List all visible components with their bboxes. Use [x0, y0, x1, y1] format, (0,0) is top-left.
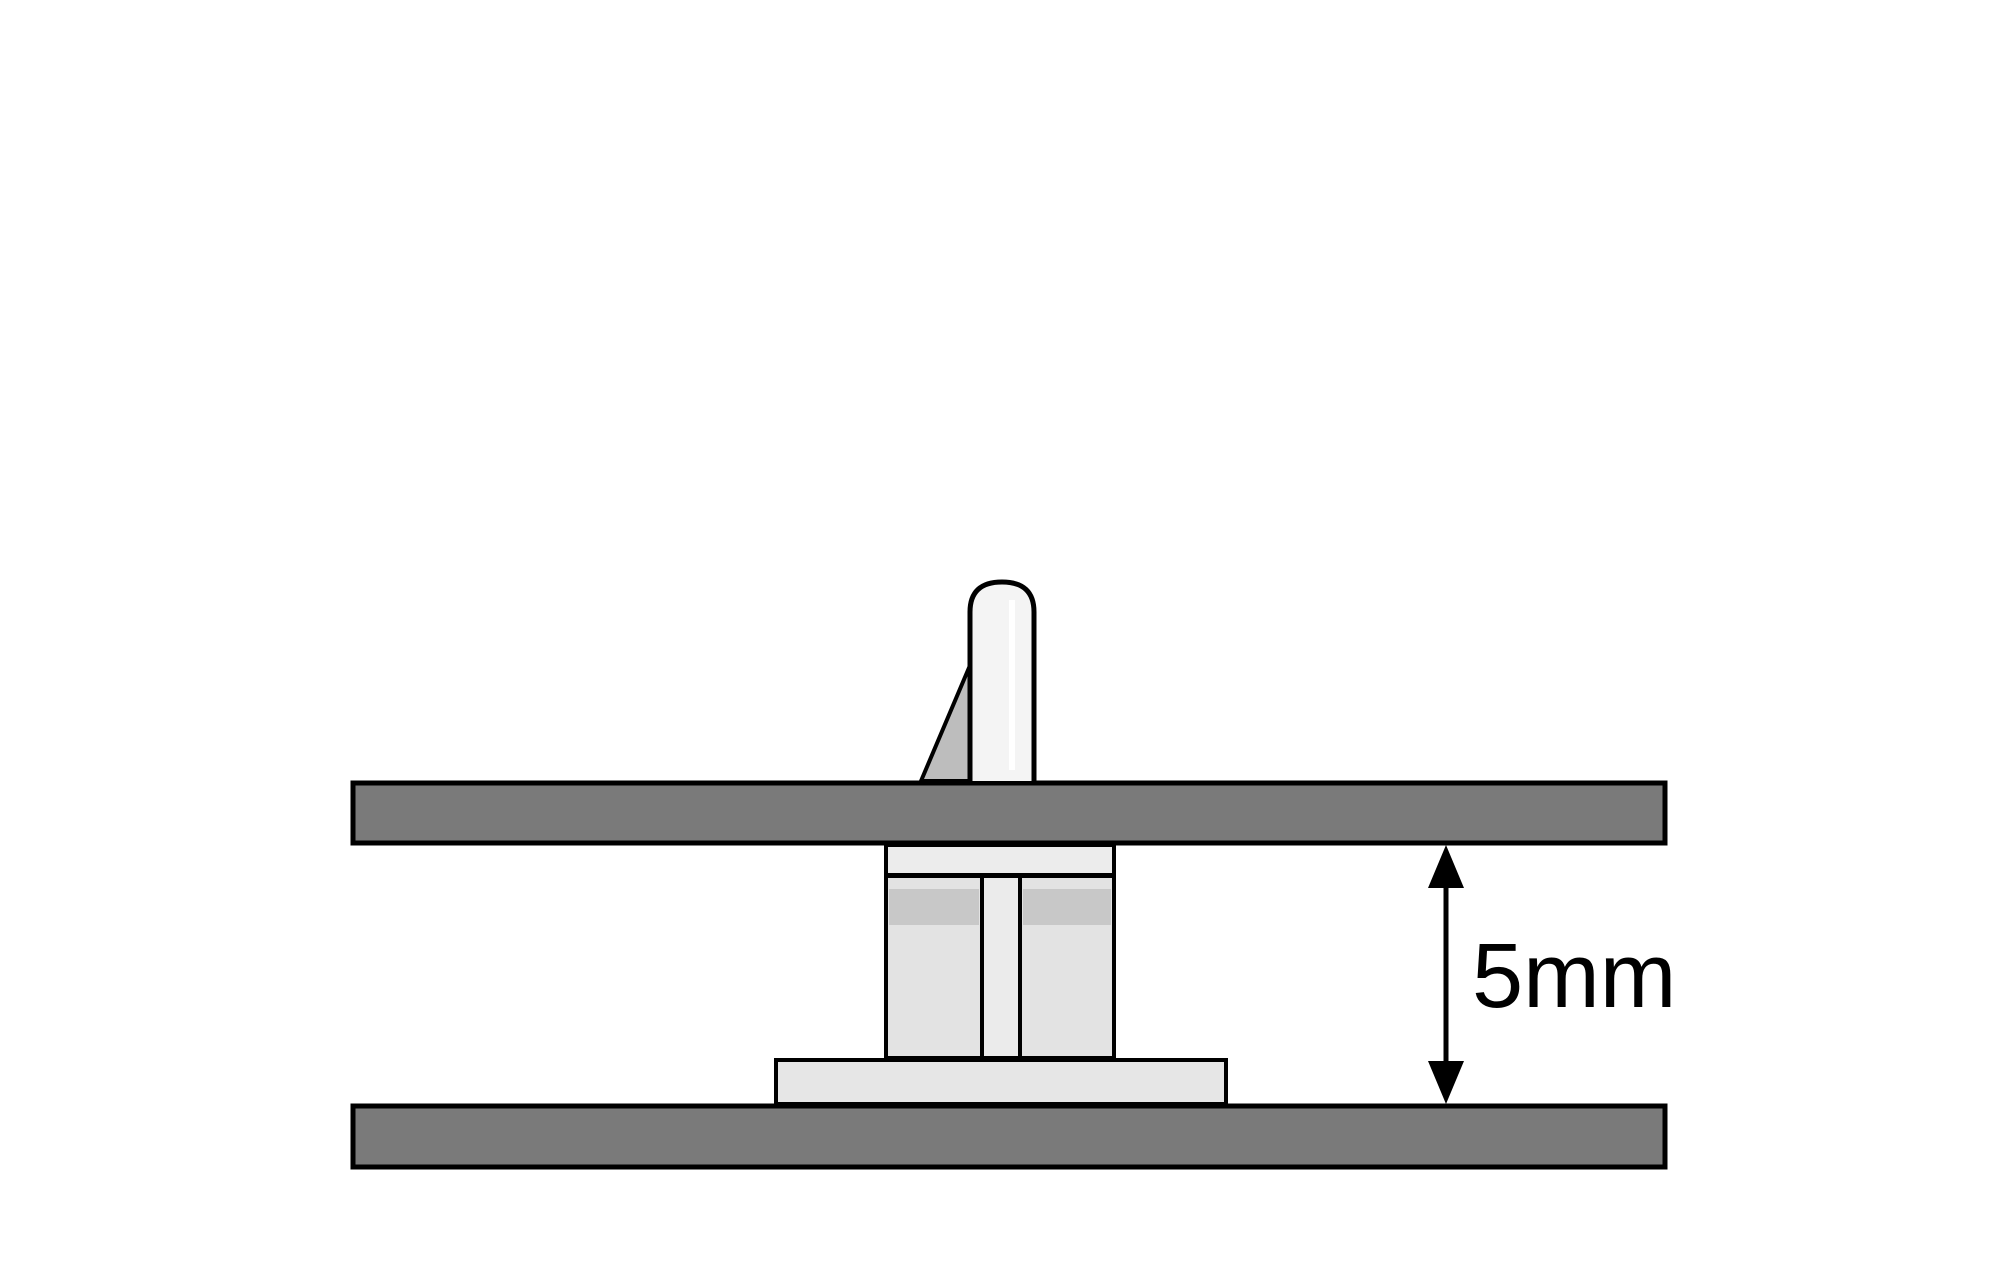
lower-board	[350, 1103, 1668, 1170]
spacer-collar	[884, 843, 1116, 877]
upper-board	[350, 780, 1668, 846]
dimension-arrow	[1428, 845, 1464, 1104]
spacer-base	[774, 1058, 1228, 1106]
arrow-head-down	[1428, 1061, 1464, 1104]
snap-pin	[967, 579, 1037, 781]
dimension-label: 5mm	[1472, 925, 1676, 1027]
arrow-head-up	[1428, 845, 1464, 888]
snap-wedge	[919, 661, 973, 783]
spacer-shade-left	[889, 889, 979, 925]
spacer-shade-right	[1023, 889, 1111, 925]
spacer-leg-center	[980, 874, 1022, 1060]
